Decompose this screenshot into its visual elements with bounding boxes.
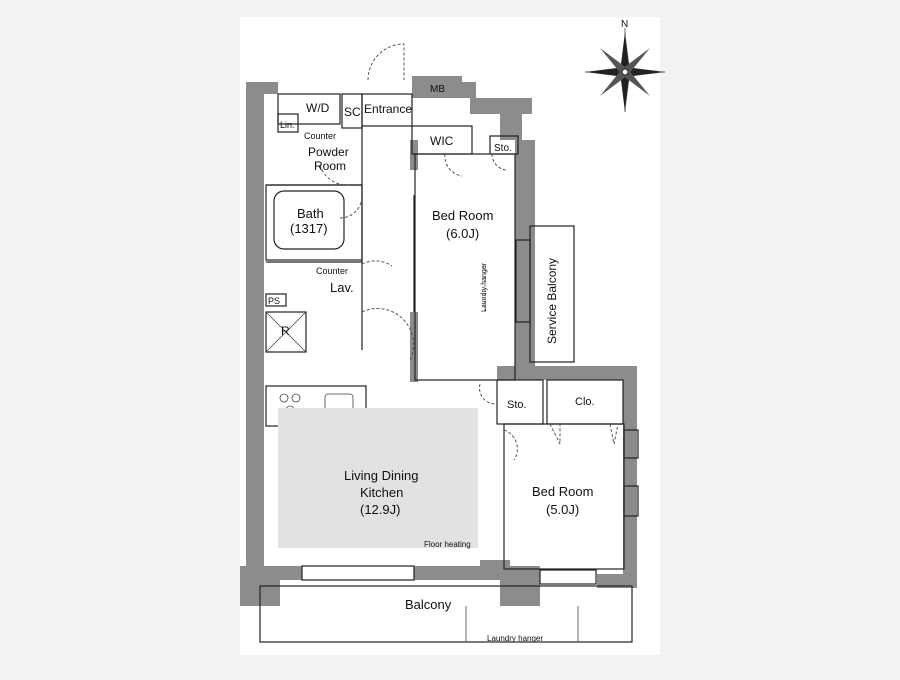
- label-floor-heating: Floor heating: [424, 540, 471, 549]
- room-label-bath-size: (1317): [290, 221, 328, 236]
- room-label-counter-powder: Counter: [304, 131, 336, 141]
- room-label-entrance: Entrance: [364, 102, 412, 116]
- room-label-service-balcony: Service Balcony: [545, 258, 559, 344]
- room-label-r: R: [281, 324, 290, 338]
- room-label-counter-lav: Counter: [316, 266, 348, 276]
- room-label-wd: W/D: [306, 101, 330, 115]
- room-label-ldk-size: (12.9J): [360, 502, 400, 517]
- room-label-powder-1: Powder: [308, 145, 349, 159]
- room-label-lav: Lav.: [330, 280, 354, 295]
- label-laundry-hanger-vertical: Laundry hanger: [481, 262, 488, 312]
- room-label-ldk-1: Living Dining: [344, 468, 418, 483]
- compass-rose-icon: [585, 28, 665, 112]
- room-label-bed1: Bed Room: [432, 208, 493, 223]
- label-laundry-hanger-balcony: Laundry hanger: [487, 634, 543, 643]
- room-label-ps: PS: [268, 296, 280, 306]
- room-label-sc: SC: [344, 105, 361, 119]
- room-label-wic: WIC: [430, 134, 454, 148]
- plan-paper: [240, 17, 660, 655]
- room-label-bed2-size: (5.0J): [546, 502, 579, 517]
- door-swings: [319, 43, 619, 461]
- room-label-lin: Lin.: [280, 120, 295, 130]
- room-label-powder-2: Room: [314, 159, 346, 173]
- room-labels: W/D SC Entrance MB Lin. Counter Powder R…: [268, 84, 595, 643]
- interior-lines: [259, 93, 639, 643]
- room-label-bath: Bath: [297, 206, 324, 221]
- room-label-balcony: Balcony: [405, 597, 452, 612]
- room-label-clo: Clo.: [575, 396, 595, 408]
- room-label-bed1-size: (6.0J): [446, 226, 479, 241]
- room-label-sto-mid: Sto.: [507, 399, 527, 411]
- room-label-bed2: Bed Room: [532, 484, 593, 499]
- room-label-sto-top: Sto.: [494, 143, 512, 154]
- room-label-ldk-2: Kitchen: [360, 485, 403, 500]
- north-label: N: [621, 19, 628, 30]
- room-label-mb: MB: [430, 84, 445, 95]
